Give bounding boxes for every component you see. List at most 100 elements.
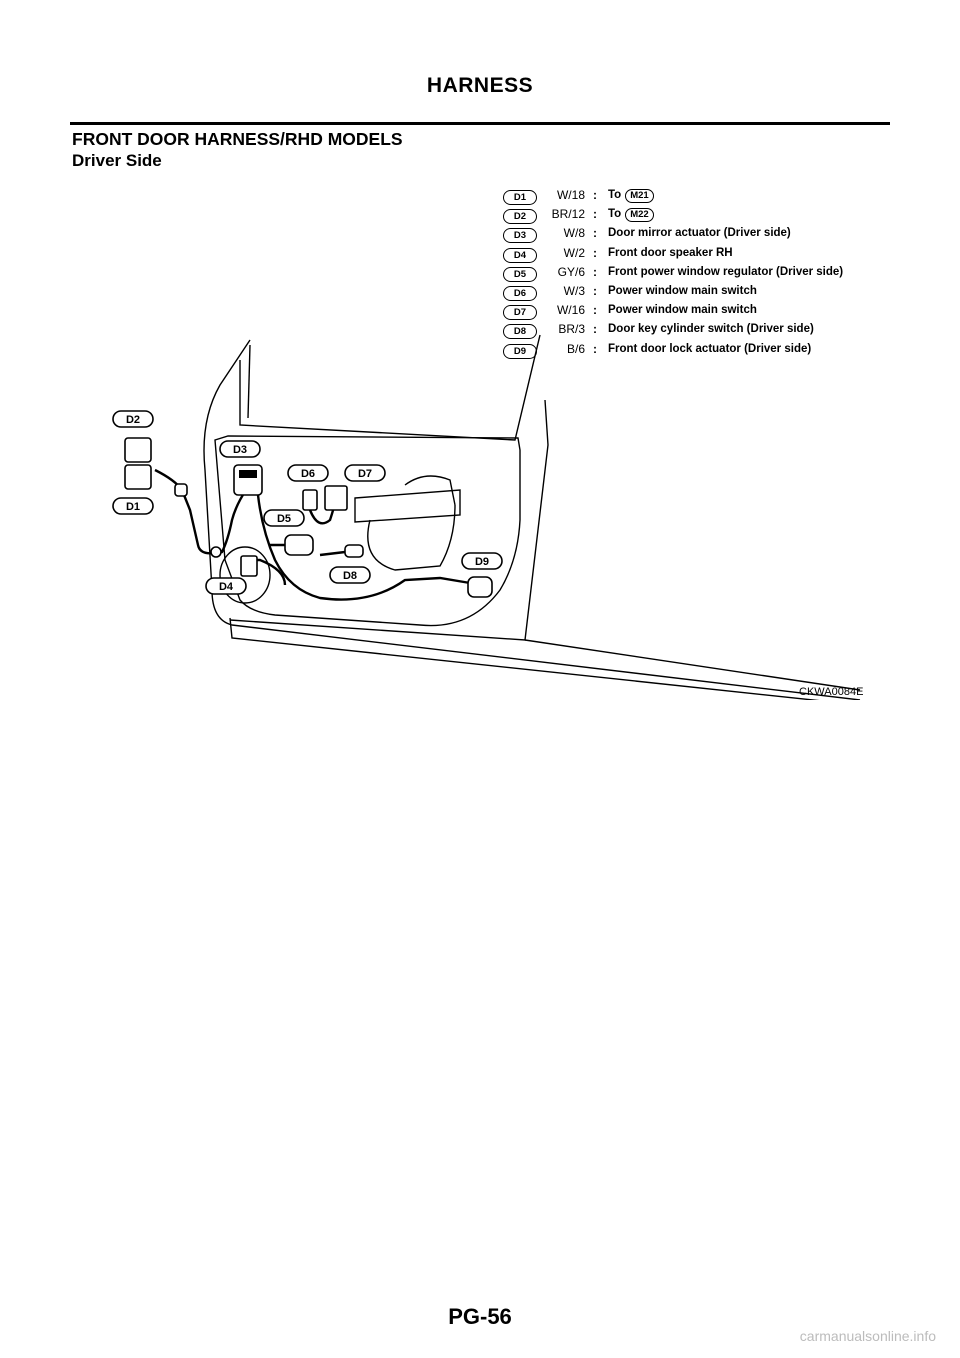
- window-frame: [239, 334, 541, 441]
- separator: :: [593, 188, 597, 202]
- label-d7: D7: [358, 468, 372, 480]
- legend-row: D8 BR/3 : Door key cylinder switch (Driv…: [503, 322, 923, 341]
- wire-spec: W/16: [556, 303, 585, 318]
- separator: :: [593, 322, 597, 337]
- legend-row: D4 W/2 : Front door speaker RH: [503, 246, 923, 265]
- harness-branch-d8: [319, 550, 346, 557]
- separator: :: [593, 283, 597, 298]
- reference-connector: M22: [625, 208, 654, 223]
- wire-spec: W/2: [563, 245, 585, 260]
- label-d8: D8: [343, 570, 357, 582]
- handle-recess: [404, 475, 456, 506]
- label-pill-d7: [344, 464, 386, 482]
- label-pill-d8: [329, 566, 371, 584]
- label-pill-d6: [287, 464, 329, 482]
- label-d1: D1: [126, 501, 140, 513]
- page-number: PG-56: [448, 1304, 512, 1329]
- door-outline: [203, 339, 861, 700]
- reference-connector: M21: [625, 189, 654, 203]
- page-header-title: HARNESS: [426, 74, 534, 97]
- door-edge: [524, 639, 861, 691]
- label-pill-d4: [205, 577, 247, 595]
- door-harness-diagram: D2 D1 D3 D6 D7 D5 D8 D4 D9: [112, 334, 861, 700]
- label-pill-d5: [263, 509, 305, 527]
- legend-row: D6 W/3 : Power window main switch: [503, 284, 923, 303]
- section-title: FRONT DOOR HARNESS/RHD MODELS: [72, 129, 403, 149]
- legend-row: D5 GY/6 : Front power window regulator (…: [503, 265, 923, 284]
- label-d6: D6: [301, 468, 315, 480]
- label-pill-d9: [461, 552, 503, 570]
- door-trim: [229, 399, 549, 641]
- door-pocket: [367, 504, 456, 571]
- harness-branch-d4: [252, 558, 287, 586]
- connector-d6-body: [302, 489, 318, 511]
- connector-code: D5: [503, 266, 537, 282]
- inner-panel: [214, 435, 521, 627]
- legend-row: D7 W/16 : Power window main switch: [503, 303, 923, 322]
- separator: :: [593, 341, 597, 356]
- legend-row: D9 B/6 : Front door lock actuator (Drive…: [503, 342, 923, 361]
- label-d2: D2: [126, 414, 140, 426]
- label-d9: D9: [475, 556, 489, 568]
- connector-description: Door key cylinder switch (Driver side): [608, 323, 814, 336]
- connector-description: Power window main switch: [608, 284, 757, 297]
- wire-spec: W/18: [556, 188, 585, 202]
- connector-code: D6: [503, 285, 537, 301]
- wire-spec: B/6: [566, 341, 585, 356]
- label-d3: D3: [233, 444, 247, 456]
- wire-spec: GY/6: [557, 264, 585, 279]
- connector-d5-body: [284, 534, 314, 556]
- armrest: [354, 489, 461, 523]
- wire-spec: BR/3: [558, 322, 585, 337]
- label-pill-d1: [112, 497, 154, 515]
- legend-row: D3 W/8 : Door mirror actuator (Driver si…: [503, 226, 923, 245]
- connector-description: Power window main switch: [608, 304, 757, 317]
- connector-d3-pins: [239, 470, 257, 478]
- grommet: [174, 483, 188, 497]
- connector-code: D3: [503, 228, 537, 244]
- separator: :: [593, 245, 597, 260]
- figure-code: CKWA0084E: [799, 686, 864, 698]
- connector-code: D7: [503, 305, 537, 321]
- wire-spec: W/3: [563, 283, 585, 298]
- label-pill-d2: [112, 410, 154, 428]
- wire-spec: W/8: [563, 226, 585, 241]
- separator: :: [593, 207, 597, 222]
- label-pill-d3: [219, 440, 261, 458]
- separator: :: [593, 303, 597, 318]
- wire-spec: BR/12: [551, 207, 585, 222]
- connector-code: D4: [503, 247, 537, 263]
- label-d4: D4: [219, 581, 234, 593]
- connector-code: D8: [503, 324, 537, 340]
- connector-d9-body: [467, 576, 493, 598]
- description-text: To: [608, 208, 622, 221]
- harness-trunk: [256, 494, 471, 601]
- connector-description: Door mirror actuator (Driver side): [608, 227, 791, 240]
- connector-d4-body: [240, 555, 258, 577]
- connector-code: D2: [503, 209, 537, 225]
- connector-description: Front door speaker RH: [608, 246, 733, 259]
- watermark: carmanualsonline.info: [799, 1328, 936, 1344]
- connector-d2-body: [124, 437, 152, 463]
- separator: :: [593, 264, 597, 279]
- connector-description: Front power window regulator (Driver sid…: [608, 265, 844, 278]
- connector-d8-body: [344, 544, 364, 558]
- connector-code: D1: [503, 190, 537, 205]
- label-d5: D5: [277, 513, 291, 525]
- subsection-title: Driver Side: [72, 151, 162, 170]
- separator: :: [593, 226, 597, 241]
- connector-d3-body: [233, 464, 263, 496]
- harness-main: [154, 468, 247, 555]
- connector-description: Front door lock actuator (Driver side): [608, 342, 812, 355]
- window-frame-outer: [247, 344, 251, 419]
- speaker-outline: [219, 546, 271, 604]
- header-rule: [70, 122, 890, 125]
- connector-d7-body: [324, 485, 348, 511]
- door-sill: [229, 617, 820, 700]
- connector-d1-body: [124, 464, 152, 490]
